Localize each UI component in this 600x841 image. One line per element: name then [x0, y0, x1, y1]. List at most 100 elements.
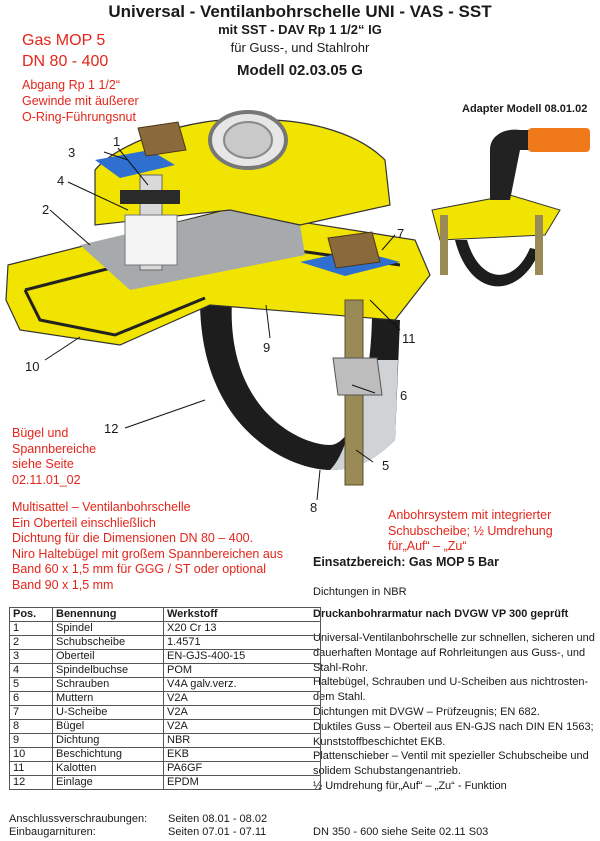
cell-material: V2A: [163, 719, 321, 734]
cell-material: NBR: [163, 733, 321, 748]
callout-8: 8: [310, 500, 318, 515]
cell-name: Schrauben: [52, 677, 164, 692]
callout-12: 12: [104, 421, 119, 436]
description-line: Kunststoffbeschichtet EKB.: [313, 735, 446, 748]
cell-name: Kalotten: [52, 761, 164, 776]
einsatzbereich: Einsatzbereich: Gas MOP 5 Bar: [313, 555, 499, 569]
dn-range: DN 80 - 400: [22, 53, 109, 70]
cell-name: Bügel: [52, 719, 164, 734]
cell-name: Spindelbuchse: [52, 663, 164, 678]
subtitle-thread: mit SST - DAV Rp 1 1/2“ IG: [218, 22, 382, 37]
cell-pos: 3: [9, 649, 53, 664]
multisattel-line: Multisattel – Ventilanbohrschelle: [12, 500, 191, 514]
model-number: Modell 02.03.05 G: [237, 62, 363, 79]
gas-mop: Gas MOP 5: [22, 32, 106, 49]
dn-note: DN 350 - 600 siehe Seite 02.11 S03: [313, 826, 489, 838]
description-line: Dichtungen mit DVGW – Prüfzeugnis; EN 68…: [313, 705, 540, 718]
cutaway-plate: [80, 210, 305, 290]
adapter-bolt-right: [535, 215, 543, 275]
cell-material: V4A galv.verz.: [163, 677, 321, 692]
cell-pos: 11: [9, 761, 53, 776]
callout-5: 5: [382, 458, 390, 473]
einbau-label: Einbaugarnituren:: [9, 826, 96, 838]
adapter-label: Adapter Modell 08.01.02: [462, 103, 588, 115]
multisattel-line: Niro Haltebügel mit großem Spannbereiche…: [12, 546, 283, 561]
cell-pos: 6: [9, 691, 53, 706]
page-title: Universal - Ventilanbohrschelle UNI - VA…: [108, 2, 492, 21]
anbohrsystem-note: Anbohrsystem mit integrierter Schubschei…: [388, 508, 553, 555]
col-benennung: Benennung: [52, 607, 164, 622]
multisattel-line: Dichtung für die Dimensionen DN 80 – 400…: [12, 531, 254, 545]
buegel-note: Bügel und Spannbereiche siehe Seite 02.1…: [12, 426, 96, 488]
cell-material: V2A: [163, 705, 321, 720]
multisattel-line: Band 90 x 1,5 mm: [12, 577, 114, 592]
buegel-line: 02.11.01_02: [12, 472, 81, 487]
dichtungen-note: Dichtungen in NBR: [313, 586, 407, 598]
cell-pos: 4: [9, 663, 53, 678]
description-line: dauerhaften Montage auf Rohrleitungen au…: [313, 646, 586, 659]
subtitle-pipe: für Guss-, und Stahlrohr: [230, 40, 370, 55]
description-line: Plattenschieber – Ventil mit spezieller …: [313, 750, 589, 763]
abgang-line: Gewinde mit äußerer: [22, 94, 139, 108]
anbohrsystem-line: für„Auf“ – „Zu“: [388, 539, 467, 553]
multisattel-line: Band 60 x 1,5 mm für GGG / ST oder optio…: [12, 562, 267, 576]
cell-material: PA6GF: [163, 761, 321, 776]
cell-material: EN-GJS-400-15: [163, 649, 321, 664]
cell-pos: 7: [9, 705, 53, 720]
cell-material: POM: [163, 663, 321, 678]
cell-material: 1.4571: [163, 635, 321, 650]
description-line: Haltebügel, Schrauben und U-Scheiben aus…: [313, 676, 589, 689]
adapter-band: [455, 240, 540, 287]
cell-name: Muttern: [52, 691, 164, 706]
cell-name: Schubscheibe: [52, 635, 164, 650]
description-block: Universal-Ventilanbohrschelle zur schnel…: [313, 631, 595, 794]
nut: [332, 357, 383, 396]
col-pos: Pos.: [9, 607, 53, 622]
col-werkstoff: Werkstoff: [163, 607, 321, 622]
cell-name: Spindel: [52, 621, 164, 636]
callout-10: 10: [25, 359, 40, 374]
blue-washer-left: [95, 150, 175, 178]
push-disc: [120, 190, 180, 204]
callout-4: 4: [57, 173, 65, 188]
bolt-head-left: [137, 121, 187, 157]
bolt-head-right: [327, 231, 381, 269]
cell-pos: 12: [9, 775, 53, 790]
cell-pos: 8: [9, 719, 53, 734]
strap-band: [200, 300, 400, 470]
cell-material: EKB: [163, 747, 321, 762]
cell-material: V2A: [163, 691, 321, 706]
abgang-note: Abgang Rp 1 1/2“ Gewinde mit äußerer O-R…: [22, 77, 139, 125]
buegel-line: Bügel und: [12, 426, 69, 440]
cell-pos: 2: [9, 635, 53, 650]
callout-6: 6: [400, 388, 408, 403]
anschluss-label: Anschlussverschraubungen:: [9, 813, 148, 825]
description-line: Duktiles Guss – Oberteil aus EN-GJS nach…: [313, 720, 594, 733]
spindle-bush: [124, 214, 178, 266]
callout-2: 2: [42, 202, 50, 217]
cell-pos: 10: [9, 747, 53, 762]
einbau-pages: Seiten 07.01 - 07.11: [168, 826, 267, 838]
valve-clamp-illustration: [5, 110, 590, 501]
cell-name: Dichtung: [52, 733, 164, 748]
cell-material: EPDM: [163, 775, 321, 790]
adapter-orange-cap: [528, 128, 590, 152]
callout-7: 7: [397, 226, 405, 241]
callout-11: 11: [402, 331, 416, 346]
abgang-line: Abgang Rp 1 1/2“: [22, 78, 120, 92]
adapter-illustration: [431, 128, 590, 287]
anbohrsystem-line: Anbohrsystem mit integrierter: [388, 508, 552, 522]
description-line: Stahl-Rohr.: [313, 661, 369, 674]
adapter-bolt-left: [440, 215, 448, 275]
